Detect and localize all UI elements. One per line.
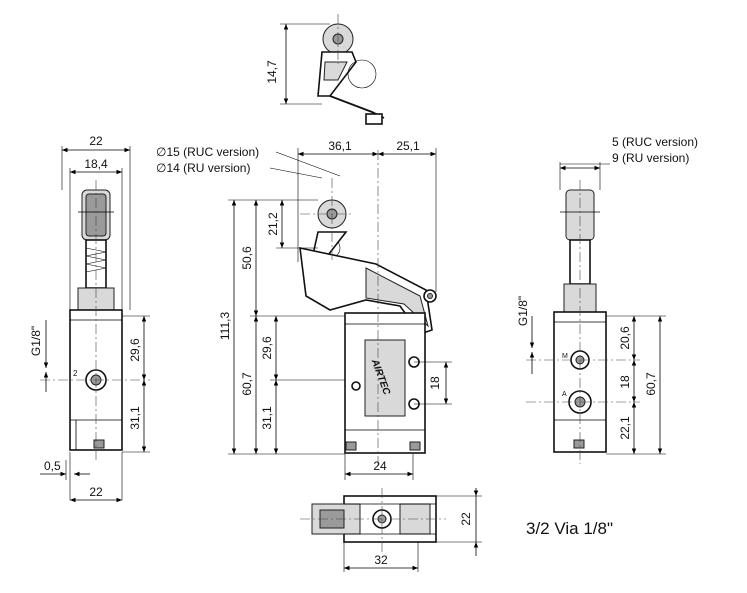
left-dim-18-4: 18,4 <box>84 157 108 171</box>
front-dim-36-1: 36,1 <box>328 139 352 153</box>
front-dim-18: 18 <box>428 376 442 390</box>
bottom-dim-22: 22 <box>459 512 473 526</box>
left-port-label: 2 <box>73 369 78 378</box>
bottom-view: 22 32 <box>300 488 482 572</box>
left-dim-thread: G1/8" <box>29 326 43 356</box>
right-dim-60-7: 60,7 <box>644 372 658 396</box>
left-dim-29-6: 29,6 <box>128 338 142 362</box>
front-note-ru: ∅14 (RU version) <box>156 161 250 175</box>
front-dim-25-1: 25,1 <box>396 139 420 153</box>
front-dim-24: 24 <box>373 459 387 473</box>
front-dim-111-3: 111,3 <box>218 312 232 341</box>
front-dim-29-6: 29,6 <box>260 336 274 360</box>
left-dim-31-1: 31,1 <box>128 406 142 430</box>
right-note-ruc: 5 (RUC version) <box>612 135 698 149</box>
top-dim-14-7: 14,7 <box>265 60 279 84</box>
right-dim-18: 18 <box>618 375 632 389</box>
right-note-ru: 9 (RU version) <box>612 151 689 165</box>
right-port-lower: A <box>562 391 567 398</box>
right-dim-thread: G1/8" <box>516 296 530 326</box>
right-dim-22-1: 22,1 <box>618 416 632 440</box>
top-view-detail: 14,7 <box>265 14 385 125</box>
front-dim-21-2: 21,2 <box>266 212 280 236</box>
right-side-view: 5 (RUC version) 9 (RU version) M A G1/8" <box>516 135 698 464</box>
front-dim-50-6: 50,6 <box>240 246 254 270</box>
left-dim-0-5: 0,5 <box>44 459 61 473</box>
left-dim-22-bottom: 22 <box>89 485 103 499</box>
right-dim-20-6: 20,6 <box>618 326 632 350</box>
right-port-upper: M <box>562 353 568 360</box>
drawing-caption: 3/2 Via 1/8" <box>526 519 613 538</box>
left-side-view: 2 22 18,4 G1/8" 29,6 31,1 0,5 22 <box>29 134 150 503</box>
front-dim-31-1: 31,1 <box>260 406 274 430</box>
front-note-ruc: ∅15 (RUC version) <box>156 145 259 159</box>
front-dim-60-7: 60,7 <box>240 372 254 396</box>
bottom-dim-32: 32 <box>374 553 388 567</box>
front-view: AIRTEC ∅15 (RUC version) ∅14 (RU version… <box>156 139 452 480</box>
left-dim-22-top: 22 <box>89 134 103 148</box>
